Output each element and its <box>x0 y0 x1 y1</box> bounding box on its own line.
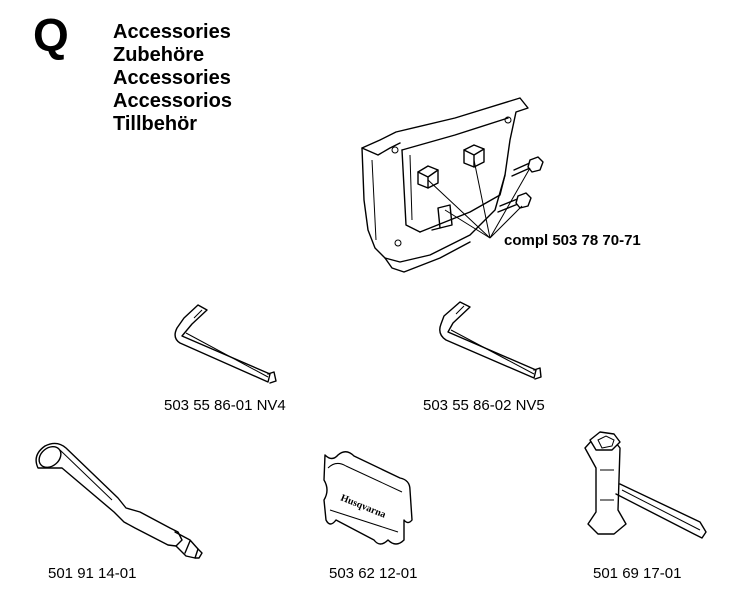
grease-gun-drawing <box>35 442 203 559</box>
bag-brand-text: Husqvarna <box>339 493 387 521</box>
hex-key-nv4-drawing <box>174 304 277 384</box>
title-swedish: Tillbehör <box>113 113 198 135</box>
hex-key-nv4-part-number: 503 55 86-01 NV4 <box>164 397 286 414</box>
section-letter: Q <box>33 9 69 61</box>
title-french: Accessories <box>113 67 231 89</box>
cover-assembly-drawing <box>361 97 544 273</box>
title-spanish: Accessorios <box>113 90 232 112</box>
combination-spanner-part-number: 501 69 17-01 <box>593 565 682 582</box>
title-english: Accessories <box>113 21 231 43</box>
combination-spanner-drawing <box>584 431 707 539</box>
tool-bag-drawing: Husqvarna <box>323 451 413 545</box>
title-german: Zubehöre <box>113 44 205 66</box>
grease-gun-part-number: 501 91 14-01 <box>48 565 137 582</box>
title-block: Accessories Zubehöre Accessories Accesso… <box>113 21 232 136</box>
tool-bag-part-number: 503 62 12-01 <box>329 565 418 582</box>
hex-key-nv5-drawing <box>439 301 542 380</box>
cover-kit-part-number: compl 503 78 70-71 <box>504 232 641 249</box>
hex-key-nv5-part-number: 503 55 86-02 NV5 <box>423 397 545 414</box>
